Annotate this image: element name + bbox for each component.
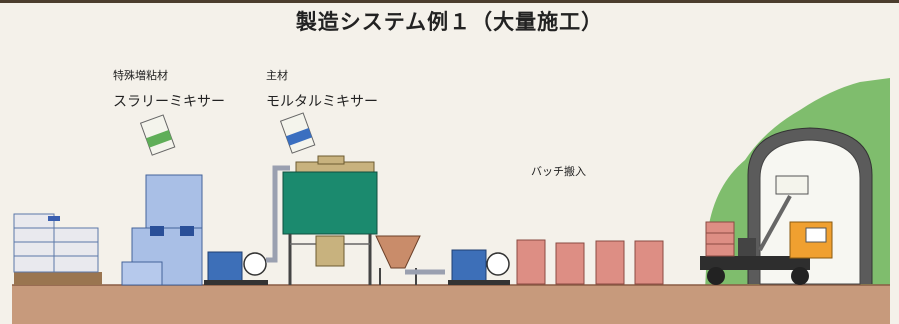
batch-boxes	[516, 239, 664, 285]
slurry-material-bag	[139, 114, 176, 156]
bag-pallet	[13, 213, 102, 285]
slurry-mixer-label: スラリーミキサー	[113, 94, 225, 110]
pump-2	[448, 249, 510, 285]
top-rule	[0, 0, 899, 3]
mortar-plant	[282, 155, 378, 285]
slurry-material-label: 特殊増粘材	[113, 69, 168, 82]
pipe-1	[266, 165, 290, 263]
slurry-mixer-tower	[121, 174, 203, 286]
mortar-material-label: 主材	[266, 69, 288, 82]
batch-transport-label: バッチ搬入	[531, 165, 586, 178]
ground	[12, 285, 890, 324]
mortar-material-bag	[279, 112, 316, 154]
batch-transport-vehicle	[700, 175, 833, 285]
diagram-title: 製造システム例１（大量施工）	[295, 10, 604, 34]
mortar-mixer-label: モルタルミキサー	[266, 94, 378, 110]
pump-1	[204, 251, 268, 285]
hopper	[375, 235, 445, 285]
